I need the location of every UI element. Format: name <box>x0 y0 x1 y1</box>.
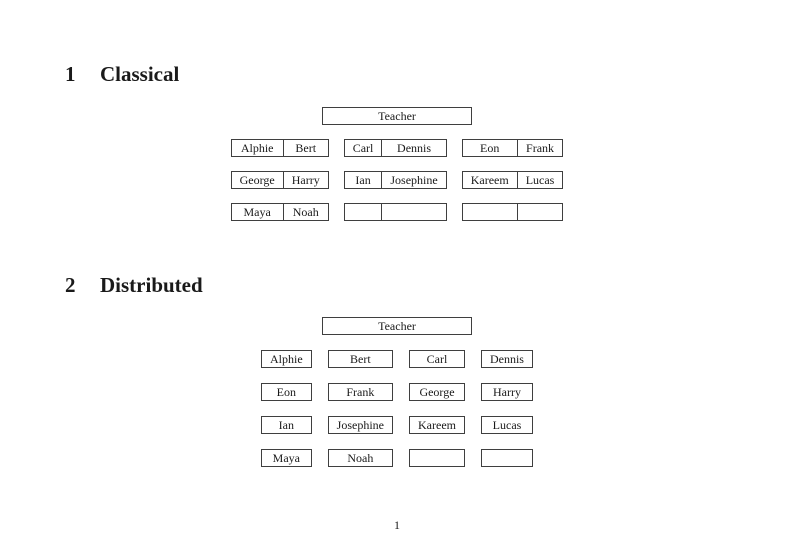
desk-row: Carl <box>409 350 465 368</box>
desk-row: Dennis <box>480 350 533 368</box>
empty-seat-cell <box>517 203 564 221</box>
distributed-desk-column-1: Alphie Eon Ian Maya <box>261 335 312 482</box>
seat-cell: Noah <box>283 203 329 221</box>
desk-row <box>343 203 447 221</box>
distributed-desk-column-4: Dennis Harry Lucas <box>480 335 533 482</box>
seat-cell: Josephine <box>382 171 447 189</box>
seat-cell: Josephine <box>327 416 393 434</box>
desk-row: Ian <box>261 416 312 434</box>
desk-row: Lucas <box>480 416 533 434</box>
empty-seat-cell <box>461 203 518 221</box>
desk-row: Noah <box>327 449 393 467</box>
seat-cell: Harry <box>283 171 329 189</box>
section-1-heading: 1 Classical <box>65 62 179 86</box>
seat-cell: Frank <box>327 383 393 401</box>
seat-cell: Maya <box>261 449 312 467</box>
desk-row: Maya <box>261 449 312 467</box>
seat-cell: Alphie <box>230 139 284 157</box>
seat-cell: Carl <box>409 350 465 368</box>
desk-row <box>409 449 465 467</box>
desk-row: Alphie Bert <box>230 139 329 157</box>
desk-row: George Harry <box>230 171 329 189</box>
classical-desk-column-3: Eon Frank Kareem Lucas <box>461 125 564 235</box>
section-2-heading: 2 Distributed <box>65 273 203 297</box>
seat-cell: Dennis <box>480 350 533 368</box>
desk-row: Eon <box>261 383 312 401</box>
seat-cell: Kareem <box>461 171 518 189</box>
classical-desk-column-1: Alphie Bert George Harry Maya Noah <box>230 125 329 235</box>
seat-cell: George <box>409 383 465 401</box>
section-2-number: 2 <box>65 273 76 297</box>
seat-cell: Carl <box>343 139 383 157</box>
seat-cell: Kareem <box>409 416 465 434</box>
page-number: 1 <box>394 518 400 532</box>
desk-row: Kareem <box>409 416 465 434</box>
desk-row: Ian Josephine <box>343 171 447 189</box>
seat-cell: Harry <box>480 383 533 401</box>
empty-seat-cell <box>343 203 383 221</box>
desk-row: Frank <box>327 383 393 401</box>
desk-row: Alphie <box>261 350 312 368</box>
seat-cell: Dennis <box>382 139 447 157</box>
seat-cell: Ian <box>343 171 383 189</box>
desk-row: Eon Frank <box>461 139 564 157</box>
empty-seat-cell <box>480 449 533 467</box>
seat-cell: Eon <box>461 139 518 157</box>
section-1-number: 1 <box>65 62 76 86</box>
desk-row <box>461 203 564 221</box>
desk-row: Bert <box>327 350 393 368</box>
seat-cell: Bert <box>327 350 393 368</box>
empty-seat-cell <box>409 449 465 467</box>
desk-row: Carl Dennis <box>343 139 447 157</box>
seat-cell: Maya <box>230 203 284 221</box>
section-2-title: Distributed <box>100 273 203 297</box>
seat-cell: Lucas <box>480 416 533 434</box>
seat-cell: Lucas <box>517 171 564 189</box>
desk-row: Harry <box>480 383 533 401</box>
distributed-diagram: Teacher Alphie Eon Ian Maya Bert Frank J… <box>0 317 794 482</box>
seat-cell: Ian <box>261 416 312 434</box>
distributed-desk-column-2: Bert Frank Josephine Noah <box>327 335 393 482</box>
desk-row: George <box>409 383 465 401</box>
seat-cell: Frank <box>517 139 564 157</box>
desk-row: Josephine <box>327 416 393 434</box>
seat-cell: Noah <box>327 449 393 467</box>
section-1-title: Classical <box>100 62 180 86</box>
desk-row: Maya Noah <box>230 203 329 221</box>
classical-desk-column-2: Carl Dennis Ian Josephine <box>343 125 447 235</box>
desk-row: Kareem Lucas <box>461 171 564 189</box>
teacher-box: Teacher <box>322 107 472 125</box>
teacher-box: Teacher <box>322 317 472 335</box>
seat-cell: Alphie <box>261 350 312 368</box>
classical-desk-columns: Alphie Bert George Harry Maya Noah Carl … <box>230 125 564 235</box>
seat-cell: Eon <box>261 383 312 401</box>
distributed-desk-column-3: Carl George Kareem <box>409 335 465 482</box>
distributed-desk-columns: Alphie Eon Ian Maya Bert Frank Josephine… <box>261 335 533 482</box>
empty-seat-cell <box>382 203 447 221</box>
desk-row <box>480 449 533 467</box>
seat-cell: Bert <box>283 139 329 157</box>
seat-cell: George <box>230 171 284 189</box>
classical-diagram: Teacher Alphie Bert George Harry Maya No… <box>0 107 794 235</box>
